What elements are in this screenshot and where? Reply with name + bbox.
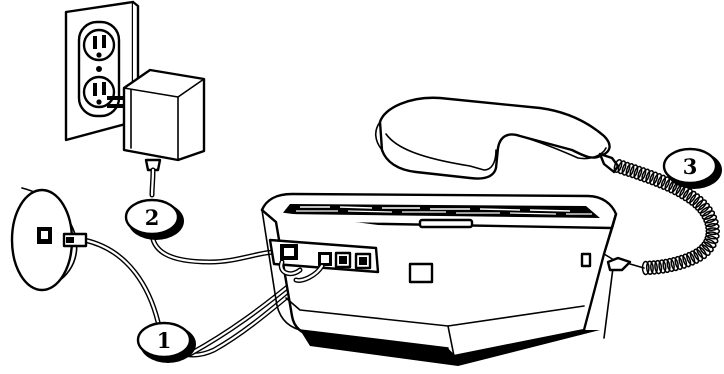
coil-loop: [658, 259, 667, 274]
handset: [374, 96, 620, 180]
coil-loop: [617, 160, 627, 175]
coil-loop: [645, 169, 655, 184]
callout-2: 2: [124, 198, 184, 240]
coil-loop: [678, 254, 688, 269]
coil-loop: [697, 202, 710, 214]
coil-loop: [704, 235, 719, 244]
callout-3: 3: [662, 147, 722, 189]
coil-loop: [670, 256, 679, 272]
coil-loop: [703, 238, 717, 249]
coil-loop: [696, 246, 708, 260]
coil-loop: [641, 168, 651, 183]
coil-loop: [693, 248, 704, 262]
ac-adapter: [107, 68, 206, 198]
coil-loop: [686, 251, 696, 266]
coil-loop: [701, 241, 714, 253]
callout-3-label: 3: [683, 154, 698, 179]
coil-loop: [699, 244, 711, 256]
coil-loop: [650, 260, 658, 275]
coil-loop: [692, 196, 704, 209]
coil-loop: [660, 176, 671, 190]
coil-loop: [682, 188, 693, 202]
coil-loop: [705, 222, 720, 232]
phone-base: [260, 192, 618, 366]
coil-loop: [633, 165, 643, 180]
callout-1-label: 1: [157, 328, 172, 353]
coil-loop: [695, 199, 707, 211]
coil-loop: [685, 190, 697, 204]
coil-loop: [625, 163, 635, 177]
coil-loop: [662, 258, 671, 274]
coil-loop: [653, 172, 663, 187]
coil-loop: [689, 250, 700, 264]
coil-loop: [704, 218, 719, 228]
callout-1: 1: [136, 321, 196, 363]
coil-loop: [705, 227, 721, 236]
coil-loop: [682, 253, 692, 268]
coil-loop: [701, 210, 716, 220]
coil-loop: [705, 231, 720, 240]
coil-loop: [621, 161, 631, 176]
coil-loop: [629, 164, 639, 179]
coil-loop: [674, 255, 684, 271]
callout-2-label: 2: [145, 205, 160, 230]
coil-loop: [656, 174, 667, 189]
coil-loop: [649, 171, 659, 186]
coil-loop: [699, 206, 713, 217]
coil-loop: [645, 260, 654, 276]
coil-loop: [689, 193, 701, 206]
coil-loop: [666, 257, 675, 273]
coil-loop: [637, 167, 647, 182]
coil-loop: [703, 214, 718, 224]
coil-loop: [654, 259, 663, 275]
coil-loop: [613, 159, 623, 173]
